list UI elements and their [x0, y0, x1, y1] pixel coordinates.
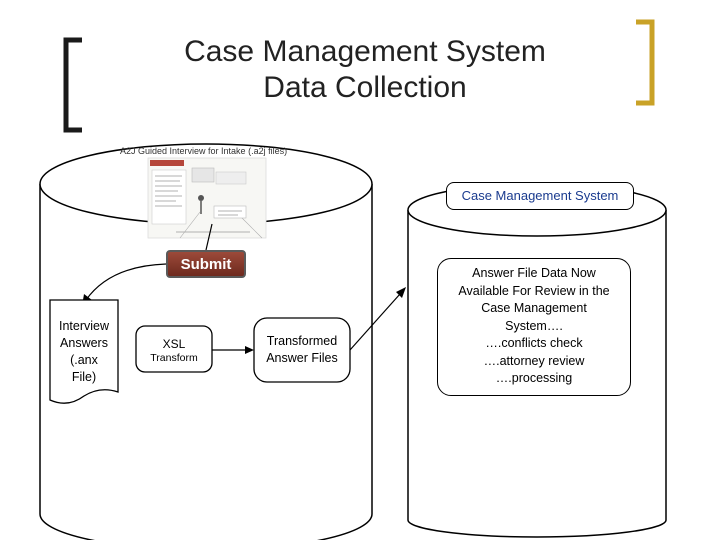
submit-to-answers-arrow — [85, 263, 167, 301]
xsl-transform-label: XSL Transform — [136, 337, 212, 365]
review-line: Answer File Data Now — [472, 266, 596, 280]
review-line: System…. — [505, 318, 563, 333]
review-line: Case Management — [481, 301, 587, 315]
page-title: Case Management System Data Collection — [130, 34, 600, 106]
answer-files-line: Answer Files — [266, 351, 338, 365]
review-line: Available For Review in the — [458, 283, 610, 298]
interview-answers-line: File) — [71, 370, 97, 384]
submit-button[interactable]: Submit — [166, 250, 246, 278]
a2j-interview-thumbnail — [147, 157, 267, 239]
xsl-to-transformed-arrowhead — [245, 346, 254, 354]
thumbnail-to-submit-line — [205, 223, 213, 251]
xsl-line: XSL — [162, 337, 186, 351]
review-line: ….conflicts check — [485, 336, 583, 350]
review-line: ….processing — [495, 371, 573, 385]
interview-answers-label: Interview Answers (.anx File) — [50, 318, 118, 386]
review-line: ….attorney review — [483, 353, 585, 368]
interview-answers-line: Interview — [58, 319, 110, 333]
transformed-to-cms-arrow — [349, 293, 401, 351]
transformed-answer-files-label: Transformed Answer Files — [254, 333, 350, 367]
transformed-line: Transformed — [266, 334, 338, 348]
interview-answers-line: (.anx — [70, 353, 98, 367]
left-title-bracket — [63, 37, 82, 133]
right-title-bracket — [636, 19, 655, 106]
xsl-transform-box — [135, 325, 213, 373]
case-management-system-label: Case Management System — [446, 182, 634, 210]
title-line-2: Data Collection — [263, 71, 467, 104]
interview-answers-document — [49, 299, 119, 404]
interview-answers-line: Answers — [60, 336, 108, 350]
answer-data-review-box: Answer File Data Now Available For Revie… — [437, 258, 631, 396]
title-line-1: Case Management System — [184, 35, 546, 68]
transform-line: Transform — [150, 352, 198, 364]
transformed-to-cms-arrowhead — [396, 287, 406, 298]
a2j-intake-label: A2J Guided Interview for Intake (.a2j fi… — [120, 146, 288, 156]
